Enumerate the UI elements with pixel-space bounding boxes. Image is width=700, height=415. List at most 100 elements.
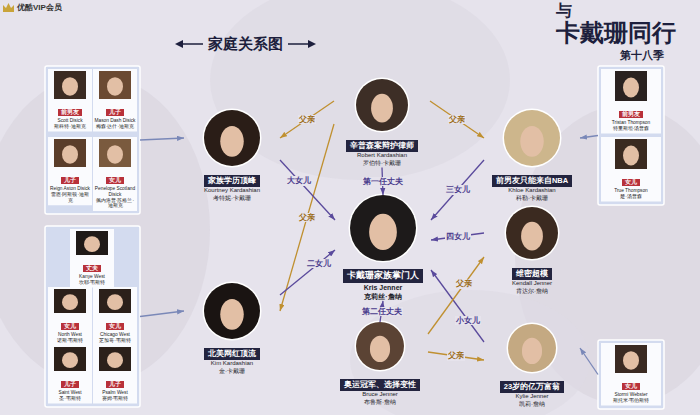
relation-tag: 丈夫 (83, 265, 101, 272)
chinese-name: 斯托米·韦伯斯特 (602, 398, 660, 404)
relation-connector (428, 352, 484, 360)
card-ground (48, 345, 92, 404)
relation-connector (431, 160, 484, 220)
member-card: 女儿North West诺斯·韦斯特 (48, 287, 92, 346)
role-label: 奥运冠军、选择变性 (340, 379, 420, 391)
photo-face (522, 338, 542, 364)
chinese-name: 布鲁斯·詹纳 (332, 399, 428, 407)
person-node: 维密超模Kendall Jenner肯达尔·詹纳 (484, 207, 580, 296)
english-name: Robert Kardashian (334, 152, 430, 160)
english-name: Kourtney Kardashian (184, 187, 280, 195)
show-title: 与 (556, 2, 572, 20)
chinese-name: 克莉丝·詹纳 (335, 292, 431, 301)
relation-connector (431, 270, 484, 342)
photo-hair (99, 139, 131, 167)
chinese-name: 诺斯·韦斯特 (49, 338, 91, 344)
role-label: 北美网红顶流 (204, 348, 260, 360)
photo-face (371, 94, 393, 123)
panel-ground (598, 340, 664, 409)
portrait-photo (203, 282, 262, 341)
photo-hair (615, 345, 647, 373)
english-name: Reign Aston Disick (49, 186, 91, 192)
photo-face (62, 294, 78, 310)
chinese-name: 圣·韦斯特 (49, 396, 91, 402)
english-name: Kendall Jenner (484, 280, 580, 288)
title-arrowhead (175, 40, 183, 48)
english-name: Saint West (49, 390, 91, 396)
photo-hair (54, 139, 86, 167)
person-node: 辛普森案辩护律师Robert Kardashian罗伯特·卡戴珊 (334, 79, 430, 168)
edge-label: 三女儿 (445, 185, 471, 194)
member-card: 儿子Reign Aston Disick雷恩·阿斯顿·迪斯克 (48, 137, 92, 205)
edge-label: 父亲 (298, 115, 316, 124)
edge-label: 父亲 (447, 351, 465, 360)
member-card: 女儿True Thompson楚·汤普森 (601, 137, 661, 202)
english-name: Tristan Thompson (602, 120, 660, 126)
portrait-photo (99, 139, 131, 167)
member-card: 女儿 Stormi Webster斯托米·韦伯斯特 (601, 343, 661, 406)
chinese-name: 肯达尔·詹纳 (484, 288, 580, 296)
photo-hair (99, 347, 131, 371)
photo-face (220, 299, 244, 330)
role-label: 卡戴珊家族掌门人 (343, 269, 423, 283)
family-panel: 女儿 Stormi Webster斯托米·韦伯斯特 (598, 340, 664, 409)
relation-connector (580, 348, 598, 375)
portrait-photo (203, 109, 262, 168)
edge-label: 父亲 (455, 279, 473, 288)
chinese-name: 楚·汤普森 (602, 194, 660, 200)
relation-tag: 女儿 (622, 383, 640, 390)
english-name: Bruce Jenner (332, 391, 428, 399)
photo-face (220, 126, 244, 157)
member-card: 儿子 Mason Dash Disick梅森·达什·迪斯克 (93, 69, 137, 132)
title-arrowhead (308, 40, 316, 48)
photo-hair (508, 324, 556, 372)
english-name: Kris Jenner (335, 283, 431, 292)
relation-tag: 儿子 (61, 177, 79, 184)
portrait-photo (507, 323, 558, 374)
english-name: Kanye West (71, 274, 113, 280)
chinese-name: 梅森·达什·迪斯克 (94, 124, 136, 130)
edge-label: 小女儿 (455, 316, 481, 325)
relation-connector (580, 136, 598, 139)
relation-tag: 女儿 (106, 323, 124, 330)
english-name: True Thompson (602, 188, 660, 194)
relation-tag: 儿子 (106, 381, 124, 388)
card-ground (70, 229, 114, 288)
member-card: 女儿Penelope Scotland Disick佩内洛普·苏格兰·迪斯克 (93, 137, 137, 211)
edge-label: 父亲 (448, 115, 466, 124)
edge-label: 大女儿 (286, 176, 312, 185)
edge-label: 二女儿 (306, 259, 332, 268)
family-panel: 丈夫Kanye West坎耶·韦斯特女儿North West诺斯·韦斯特女儿Ch… (45, 226, 140, 407)
edge-label: 父亲 (298, 213, 316, 222)
photo-hair (99, 289, 131, 313)
photo-ring (355, 78, 410, 133)
member-card: 前男友Tristan Thompson特里斯坦·汤普森 (601, 69, 661, 134)
member-card: 女儿Chicago West芝加哥·韦斯特 (93, 287, 137, 346)
family-panel: 前男友Scott Disick斯科特·迪斯克儿子Mason Dash Disic… (45, 66, 140, 214)
chinese-name: 金·卡戴珊 (184, 368, 280, 376)
photo-hair (356, 322, 404, 370)
english-name: Stormi Webster (602, 392, 660, 398)
card-ground (93, 137, 137, 211)
person-node: 前男友只能来自NBAKhloe Kardashian科勒·卡戴珊 (484, 110, 580, 203)
photo-ring (503, 109, 562, 168)
portrait-photo (355, 78, 410, 133)
english-name: Mason Dash Disick (94, 118, 136, 124)
relation-connector (280, 101, 334, 138)
role-label: 23岁的亿万富翁 (500, 381, 564, 393)
relation-tag: 儿子 (106, 109, 124, 116)
portrait-photo (615, 345, 647, 373)
person-node: 卡戴珊家族掌门人Kris Jenner克莉丝·詹纳 (335, 195, 431, 301)
card-ground (48, 137, 92, 205)
crown-icon (3, 3, 14, 12)
portrait-photo (99, 347, 131, 371)
portrait-photo (615, 139, 647, 169)
photo-face (62, 352, 78, 368)
chinese-name: 特里斯坦·汤普森 (602, 126, 660, 132)
card-ground (601, 69, 661, 134)
photo-ring (203, 282, 262, 341)
photo-ring (349, 194, 418, 263)
photo-layer (54, 71, 647, 374)
person-node: 家族学历顶峰Kourtney Kardashian考特妮·卡戴珊 (184, 110, 280, 203)
